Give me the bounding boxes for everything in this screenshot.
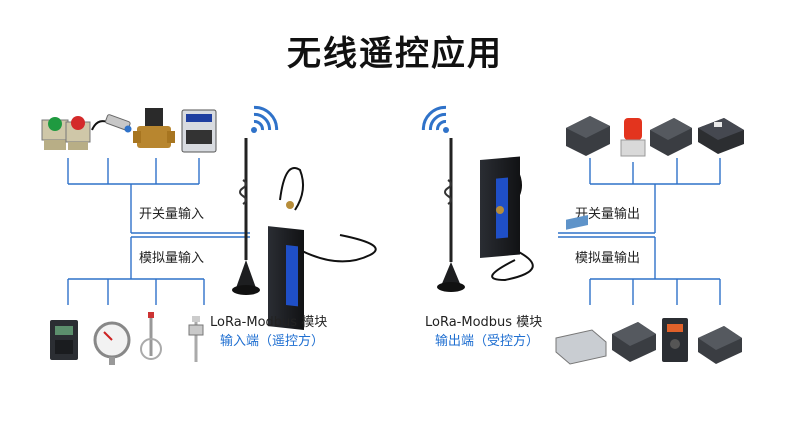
right-module-name: LoRa-Modbus 模块 (425, 315, 542, 330)
right-digital-bus (558, 158, 721, 279)
left-module-role: 输入端（遥控方） (220, 333, 324, 349)
solid-state-relay-icon (698, 118, 744, 154)
temperature-probe-icon (140, 312, 162, 360)
left-analog-bus (67, 278, 205, 305)
left-digital-bus (67, 158, 250, 279)
right-wifi-icon (421, 105, 449, 133)
push-button-green-icon (41, 117, 69, 150)
contactor-icon (181, 109, 217, 153)
left-wifi-icon (251, 105, 279, 133)
proximity-sensor-icon (91, 114, 132, 133)
relay-module-icon (612, 322, 656, 362)
right-analog-label: 模拟量输出 (575, 250, 640, 266)
relay-module-icon (698, 326, 742, 364)
page-title: 无线遥控应用 (287, 34, 503, 74)
left-lora-module (232, 138, 377, 330)
signal-instrument-icon (555, 215, 607, 365)
warning-light-icon (620, 118, 646, 157)
thermocouple-icon (188, 316, 204, 362)
right-digital-label: 开关量输出 (575, 206, 640, 222)
frequency-inverter-icon (662, 318, 688, 362)
relay-module-icon (650, 118, 692, 156)
solenoid-valve-icon (133, 108, 175, 148)
left-module-name: LoRa-Modbus 模块 (210, 315, 327, 330)
right-analog-bus (589, 278, 721, 305)
left-analog-label: 模拟量输入 (139, 250, 204, 266)
relay-module-icon (566, 116, 610, 156)
left-digital-label: 开关量输入 (139, 206, 204, 222)
pressure-gauge-icon (93, 321, 131, 365)
push-button-red-icon (65, 116, 91, 150)
right-module-role: 输出端（受控方） (435, 333, 539, 349)
inverter-icon (50, 320, 78, 360)
right-lora-module (437, 138, 534, 292)
